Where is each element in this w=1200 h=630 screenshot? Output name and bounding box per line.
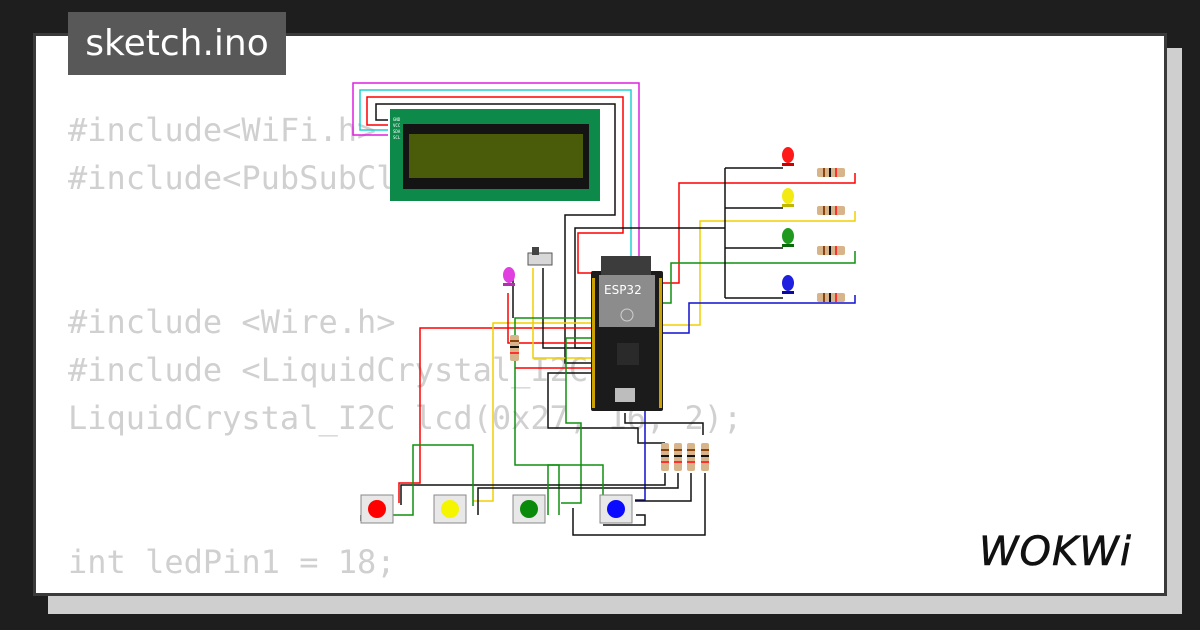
led-red bbox=[782, 147, 794, 166]
code-line: int ledPin1 = 18; bbox=[68, 543, 396, 581]
pushbutton-green bbox=[512, 494, 546, 524]
lcd-pin-label: SDA bbox=[393, 129, 401, 134]
resistor bbox=[817, 168, 845, 177]
resistor-bank bbox=[661, 443, 709, 471]
lcd-pin-label: GND bbox=[393, 117, 401, 122]
led-blue bbox=[782, 275, 794, 294]
wokwi-logo: WOKWi bbox=[979, 529, 1132, 575]
lcd-pin-label: VCC bbox=[393, 123, 401, 128]
lcd-display: GND VCC SDA SCL bbox=[390, 109, 600, 201]
preview-card: #include<WiFi.h>#include<PubSubClient.h>… bbox=[33, 33, 1167, 596]
indicator-led bbox=[503, 267, 515, 286]
resistor bbox=[510, 335, 519, 361]
led-green bbox=[782, 228, 794, 247]
lcd-pin-label: SCL bbox=[393, 135, 401, 140]
resistor bbox=[817, 293, 845, 302]
slide-switch bbox=[527, 247, 553, 266]
file-tab[interactable]: sketch.ino bbox=[68, 12, 286, 75]
esp32-board: ESP32 bbox=[591, 256, 663, 411]
pushbutton-blue bbox=[599, 494, 633, 524]
resistor bbox=[817, 246, 845, 255]
esp32-label: ESP32 bbox=[604, 283, 642, 297]
code-line: LiquidCrystal_I2C lcd(0x27, 16, 2); bbox=[68, 399, 743, 437]
code-line: #include <Wire.h> bbox=[68, 303, 396, 341]
pushbutton-red bbox=[360, 494, 394, 524]
circuit-diagram: GND VCC SDA SCL ESP32 bbox=[352, 82, 856, 536]
code-preview: #include<WiFi.h>#include<PubSubClient.h>… bbox=[68, 106, 742, 586]
led-yellow bbox=[782, 188, 794, 207]
wokwi-logo-text: WOKWi bbox=[979, 529, 1132, 575]
code-line: #include<WiFi.h> bbox=[68, 111, 377, 149]
pushbutton-yellow bbox=[433, 494, 467, 524]
resistor bbox=[817, 206, 845, 215]
